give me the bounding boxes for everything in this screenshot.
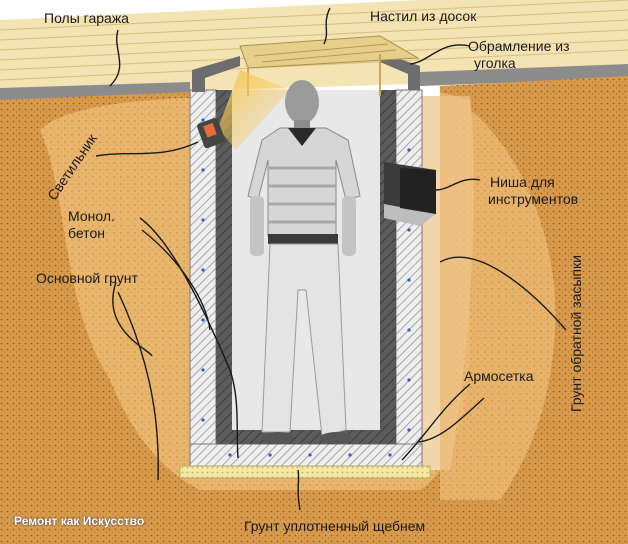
watermark: Ремонт как Искусство: [14, 514, 145, 528]
gravel-base: [179, 465, 431, 479]
label-angle-frame-line1: Обрамление из: [468, 38, 570, 54]
tool-niche-icon: [384, 162, 436, 226]
label-tool-niche-line2: инструментов: [488, 191, 579, 207]
lamp-icon: [197, 117, 225, 149]
concrete-walls: [189, 89, 423, 467]
label-tool-niche-line1: Ниша для: [490, 174, 555, 190]
angle-frame: [192, 52, 420, 92]
label-board-deck: Настил из досок: [370, 8, 477, 24]
light-beam: [218, 70, 290, 150]
label-gravel-base: Грунт уплотненный щебнем: [244, 518, 426, 534]
label-backfill-soil: Грунт обратной засыпки: [568, 255, 584, 412]
label-mesh: Армосетка: [464, 368, 534, 384]
label-monolith-line1: Монол.: [68, 208, 115, 224]
mesh-reinforcement: [201, 118, 411, 457]
person-figure-icon: [247, 80, 361, 444]
label-garage-floor: Полы гаража: [44, 10, 129, 26]
label-monolith-line2: бетон: [68, 225, 105, 241]
leader-lines: [95, 7, 567, 511]
label-angle-frame-line2: уголка: [474, 55, 516, 71]
label-native-soil: Основной грунт: [36, 270, 138, 286]
